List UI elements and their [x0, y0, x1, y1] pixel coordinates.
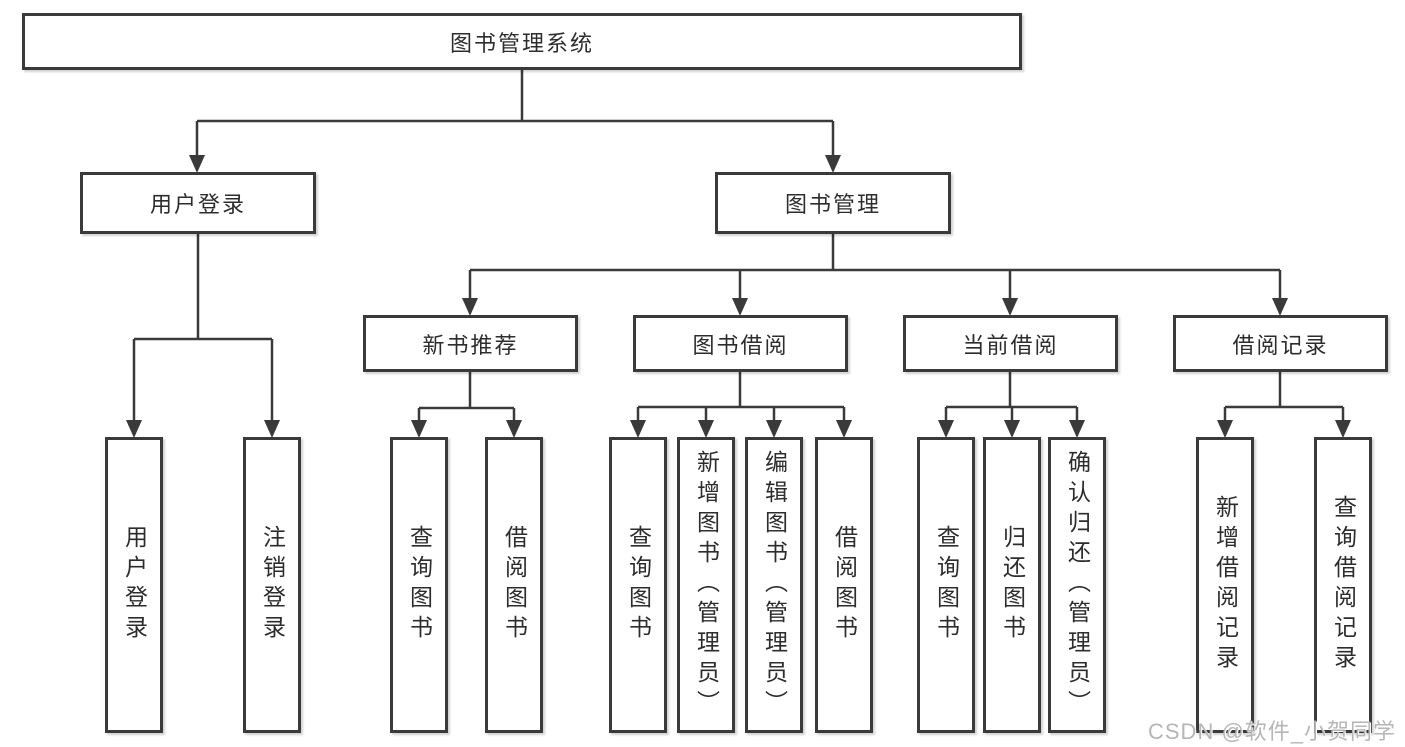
leaf-edit-books-admin: 编辑图书（管理员）	[745, 437, 803, 733]
leaf-query-books-1: 查询图书	[390, 437, 448, 733]
leaf-logout: 注销登录	[243, 437, 301, 733]
leaf-confirm-return-admin-label: 确认归还（管理员）	[1064, 450, 1091, 720]
connector-current-to-leaves	[944, 372, 1079, 424]
connector-login-to-leaves	[132, 234, 274, 424]
node-current-borrowing-label: 当前借阅	[962, 332, 1059, 358]
leaf-add-books-admin: 新增图书（管理员）	[677, 437, 735, 733]
leaf-query-borrow-record-label: 查询借阅记录	[1330, 495, 1357, 675]
leaf-logout-label: 注销登录	[259, 525, 286, 645]
leaf-return-books-label: 归还图书	[999, 525, 1026, 645]
leaf-query-books-1-label: 查询图书	[406, 525, 433, 645]
node-user-login-label: 用户登录	[149, 192, 246, 217]
leaf-edit-books-admin-label: 编辑图书（管理员）	[761, 450, 788, 720]
node-borrowing-records: 借阅记录	[1173, 315, 1388, 372]
node-borrowing-records-label: 借阅记录	[1232, 332, 1329, 358]
leaf-query-books-2: 查询图书	[609, 437, 667, 733]
node-user-login: 用户登录	[80, 172, 316, 234]
connector-records-to-leaves	[1223, 372, 1345, 424]
leaf-borrow-books-2-label: 借阅图书	[831, 525, 858, 645]
leaf-add-borrow-record-label: 新增借阅记录	[1212, 495, 1239, 675]
node-root-library-system: 图书管理系统	[22, 13, 1022, 70]
node-new-book-recommendation-label: 新书推荐	[422, 332, 519, 358]
arrowheads	[126, 155, 1351, 438]
leaf-user-login: 用户登录	[105, 437, 163, 733]
node-current-borrowing: 当前借阅	[903, 315, 1118, 372]
leaf-query-books-3: 查询图书	[917, 437, 975, 733]
leaf-query-books-3-label: 查询图书	[933, 525, 960, 645]
leaf-confirm-return-admin: 确认归还（管理员）	[1048, 437, 1106, 733]
connector-newbook-to-leaves	[417, 372, 516, 424]
leaf-add-books-admin-label: 新增图书（管理员）	[693, 450, 720, 720]
node-book-borrowing-label: 图书借阅	[692, 332, 789, 358]
leaf-borrow-books-1-label: 借阅图书	[501, 525, 528, 645]
connector-root-to-level2	[195, 70, 835, 158]
csdn-watermark: CSDN @软件_小贺同学	[1148, 719, 1397, 744]
node-book-management-label: 图书管理	[784, 192, 881, 217]
node-root-label: 图书管理系统	[449, 30, 594, 56]
leaf-add-borrow-record: 新增借阅记录	[1196, 437, 1254, 733]
node-book-borrowing: 图书借阅	[633, 315, 848, 372]
leaf-borrow-books-2: 借阅图书	[815, 437, 873, 733]
connector-mgmt-to-level3	[468, 234, 1282, 300]
node-new-book-recommendation: 新书推荐	[363, 315, 578, 372]
connector-borrow-to-leaves	[636, 372, 846, 424]
leaf-query-books-2-label: 查询图书	[625, 525, 652, 645]
leaf-return-books: 归还图书	[983, 437, 1041, 733]
leaf-user-login-label: 用户登录	[121, 525, 148, 645]
node-book-management: 图书管理	[715, 172, 951, 234]
leaf-borrow-books-1: 借阅图书	[485, 437, 543, 733]
leaf-query-borrow-record: 查询借阅记录	[1314, 437, 1372, 733]
